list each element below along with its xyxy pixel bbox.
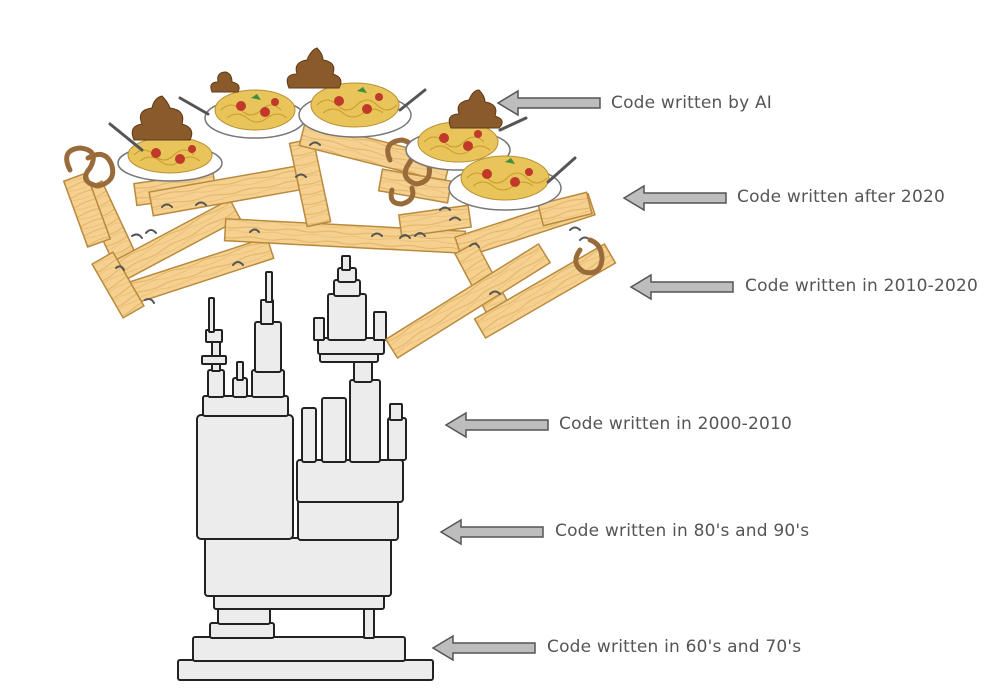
arrow-left-icon	[629, 273, 734, 301]
arrow-left-icon	[444, 411, 549, 439]
poop-icon	[286, 47, 342, 89]
fork-icon	[498, 116, 528, 132]
blocks-2000-2010	[201, 255, 407, 463]
plank	[62, 172, 112, 248]
rope-icon	[64, 145, 116, 189]
poop-icon	[448, 89, 503, 129]
blocks-80s-90s	[196, 414, 404, 610]
nail-icon	[489, 290, 501, 295]
label-code-by-ai: Code written by AI	[611, 93, 773, 113]
spaghetti-plate-icon	[204, 89, 306, 139]
planks-after-2020	[62, 121, 593, 248]
label-code-2010-2020: Code written in 2010-2020	[745, 276, 979, 296]
nail-icon	[569, 226, 581, 231]
nail-icon	[371, 232, 383, 237]
nails	[115, 141, 591, 304]
fork-icon	[178, 96, 210, 116]
arrow-left-icon	[439, 518, 544, 546]
nail-icon	[195, 201, 207, 206]
nail-icon	[115, 265, 125, 271]
nail-icon	[161, 203, 173, 208]
nail-icon	[144, 298, 155, 304]
label-code-after-2020: Code written after 2020	[737, 187, 945, 207]
label-code-60s-70s: Code written in 60's and 70's	[547, 637, 802, 657]
nail-icon	[131, 233, 143, 239]
plank	[537, 191, 593, 227]
fork-icon	[108, 122, 144, 152]
fork-icon	[546, 156, 577, 184]
nail-icon	[145, 229, 157, 234]
nail-icon	[439, 206, 451, 211]
nail-icon	[295, 173, 307, 178]
nail-icon	[399, 234, 411, 239]
ropes	[64, 137, 605, 276]
spaghetti-plate-icon	[448, 155, 562, 211]
nail-icon	[232, 261, 244, 266]
fork-icon	[398, 88, 427, 112]
spaghetti-plate-icon	[117, 136, 223, 182]
poop-icon	[131, 95, 193, 141]
rope-icon	[385, 137, 432, 187]
ai-layer	[108, 47, 577, 211]
plank	[384, 242, 552, 360]
plank	[397, 204, 473, 238]
arrow-left-icon	[496, 89, 601, 117]
plank	[91, 251, 145, 319]
base-60s-70s	[177, 606, 434, 681]
spaghetti-plate-icon	[298, 82, 412, 138]
nail-icon	[414, 232, 426, 237]
arrow-left-icon	[622, 184, 727, 212]
arrow-left-icon	[431, 634, 536, 662]
rope-icon	[573, 237, 605, 276]
nail-icon	[309, 141, 321, 146]
arrows	[431, 89, 734, 662]
rope-icon	[388, 185, 416, 207]
nail-icon	[449, 216, 461, 221]
nail-icon	[249, 228, 260, 233]
poop-icon	[210, 71, 240, 93]
nail-icon	[469, 242, 480, 248]
label-code-2000-2010: Code written in 2000-2010	[559, 414, 793, 434]
label-code-80s-90s: Code written in 80's and 90's	[555, 521, 810, 541]
